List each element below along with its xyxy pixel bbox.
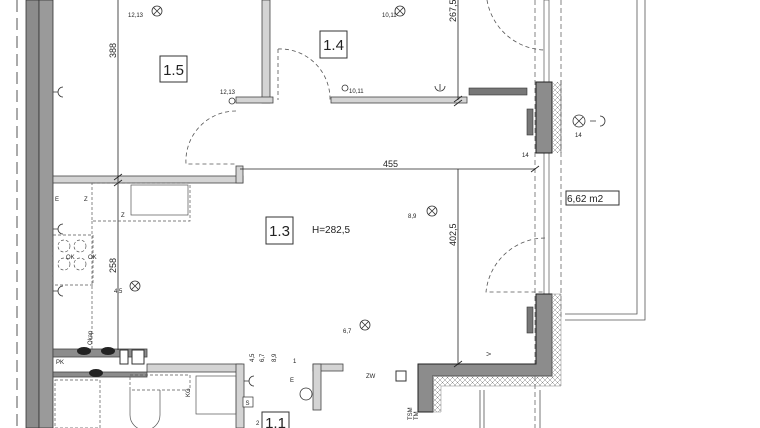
room-number: 1.3 <box>269 223 290 240</box>
okap-label: Okap <box>88 330 94 345</box>
ok-label: OK <box>66 255 75 261</box>
kg-label: KG <box>186 388 192 397</box>
ceiling-light-icon <box>129 5 586 401</box>
zw-label: ZW <box>366 374 376 380</box>
interior-walls <box>52 0 468 428</box>
light-label: 10,11 <box>382 13 397 19</box>
s-box <box>242 396 254 408</box>
room-height: H=282,5 <box>312 225 351 236</box>
switch-label: 1 <box>293 359 297 365</box>
dimension-388: 388 <box>108 43 118 58</box>
e-label: E <box>290 378 294 384</box>
switch-label: 14 <box>575 133 582 139</box>
switch-label: 6,7 <box>260 353 266 362</box>
switch-label: 10,11 <box>349 89 364 95</box>
kitchen-fixtures <box>52 182 237 428</box>
dimension-258: 258 <box>108 258 118 273</box>
radiator-icon <box>468 87 534 334</box>
room-1-4: 1.4 <box>319 30 348 59</box>
ok-label: OK <box>88 255 97 261</box>
room-number: 1.1 <box>265 415 286 428</box>
light-label: 8,9 <box>408 214 417 220</box>
s-label: S <box>246 401 250 407</box>
e-label: E <box>55 197 59 203</box>
tsm-label: TSM <box>408 407 414 420</box>
ventilation-icon <box>77 347 407 382</box>
light-label: 12,13 <box>128 13 144 19</box>
socket-icon <box>53 84 606 387</box>
switch-label: 2 <box>256 421 260 427</box>
door-swing-icon <box>185 0 546 293</box>
z-label: Z <box>121 213 125 219</box>
dimension-455: 455 <box>383 159 398 169</box>
light-label: 6,7 <box>343 329 352 335</box>
tm-label: TM <box>414 411 420 420</box>
switch-label: 14 <box>522 153 529 159</box>
room-1-1: 1.1 <box>261 411 290 428</box>
z-label: Z <box>84 197 88 203</box>
switch-label: 8,9 <box>272 353 278 362</box>
pk-label: PK <box>56 360 64 366</box>
switch-label: 12,13 <box>220 90 236 96</box>
switch-label: 4,5 <box>250 353 256 362</box>
balcony-outline <box>479 0 646 428</box>
area-label: 6,62 m2 <box>565 190 620 206</box>
svg-text:6,62 m2: 6,62 m2 <box>567 194 604 205</box>
room-1-3: 1.3 H=282,5 <box>265 216 351 245</box>
v-label: V <box>487 352 493 356</box>
room-number: 1.4 <box>323 37 344 54</box>
light-label: 4,5 <box>114 289 123 295</box>
room-number: 1.5 <box>163 62 184 79</box>
room-1-5: 1.5 <box>159 55 188 83</box>
exterior-wall-right <box>417 0 562 428</box>
dimension-402-5: 402,5 <box>448 223 458 246</box>
dimension-267-5: 267,5 <box>448 0 458 22</box>
exterior-wall-left <box>16 0 54 428</box>
